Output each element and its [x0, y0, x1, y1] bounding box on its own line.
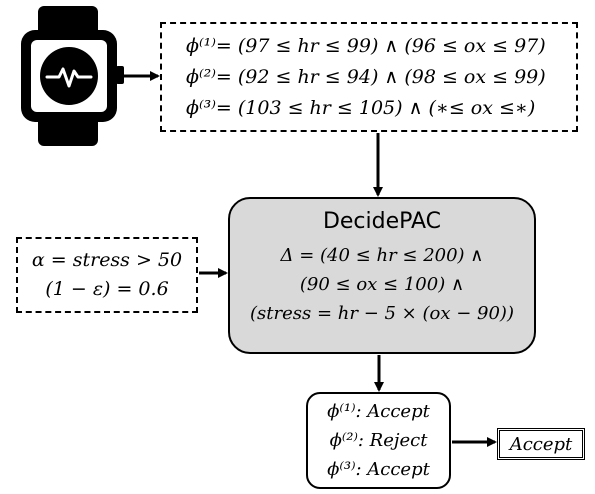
- results-box: ϕ⁽¹⁾: Accept ϕ⁽²⁾: Reject ϕ⁽³⁾: Accept: [306, 392, 451, 489]
- observation-line: ϕ⁽¹⁾= (97 ≤ hr ≤ 99) ∧ (96 ≤ ox ≤ 97): [186, 34, 546, 57]
- final-decision-box: Accept: [497, 428, 585, 460]
- query-box: α = stress > 50 (1 − ε) = 0.6: [16, 237, 198, 313]
- observation-line: ϕ⁽³⁾= (103 ≤ hr ≤ 105) ∧ (∗≤ ox ≤∗): [186, 96, 536, 119]
- knowledge-base-line: (stress = hr − 5 × (ox − 90)): [250, 303, 514, 324]
- observations-box: ϕ⁽¹⁾= (97 ≤ hr ≤ 99) ∧ (96 ≤ ox ≤ 97) ϕ⁽…: [160, 22, 578, 132]
- smartwatch-heartbeat-icon: [21, 6, 124, 146]
- decidepac-box: DecidePAC Δ = (40 ≤ hr ≤ 200) ∧ (90 ≤ ox…: [228, 197, 536, 354]
- final-decision-label: Accept: [509, 433, 573, 455]
- knowledge-base-line: (90 ≤ ox ≤ 100) ∧: [299, 274, 465, 295]
- query-line: α = stress > 50: [31, 249, 183, 271]
- query-line: (1 − ε) = 0.6: [45, 278, 169, 300]
- observation-line: ϕ⁽²⁾= (92 ≤ hr ≤ 94) ∧ (98 ≤ ox ≤ 99): [186, 65, 546, 88]
- knowledge-base-line: Δ = (40 ≤ hr ≤ 200) ∧: [280, 245, 484, 266]
- decidepac-title: DecidePAC: [322, 209, 442, 234]
- result-line: ϕ⁽¹⁾: Accept: [327, 401, 430, 422]
- result-line: ϕ⁽²⁾: Reject: [329, 430, 428, 451]
- result-line: ϕ⁽³⁾: Accept: [327, 459, 430, 480]
